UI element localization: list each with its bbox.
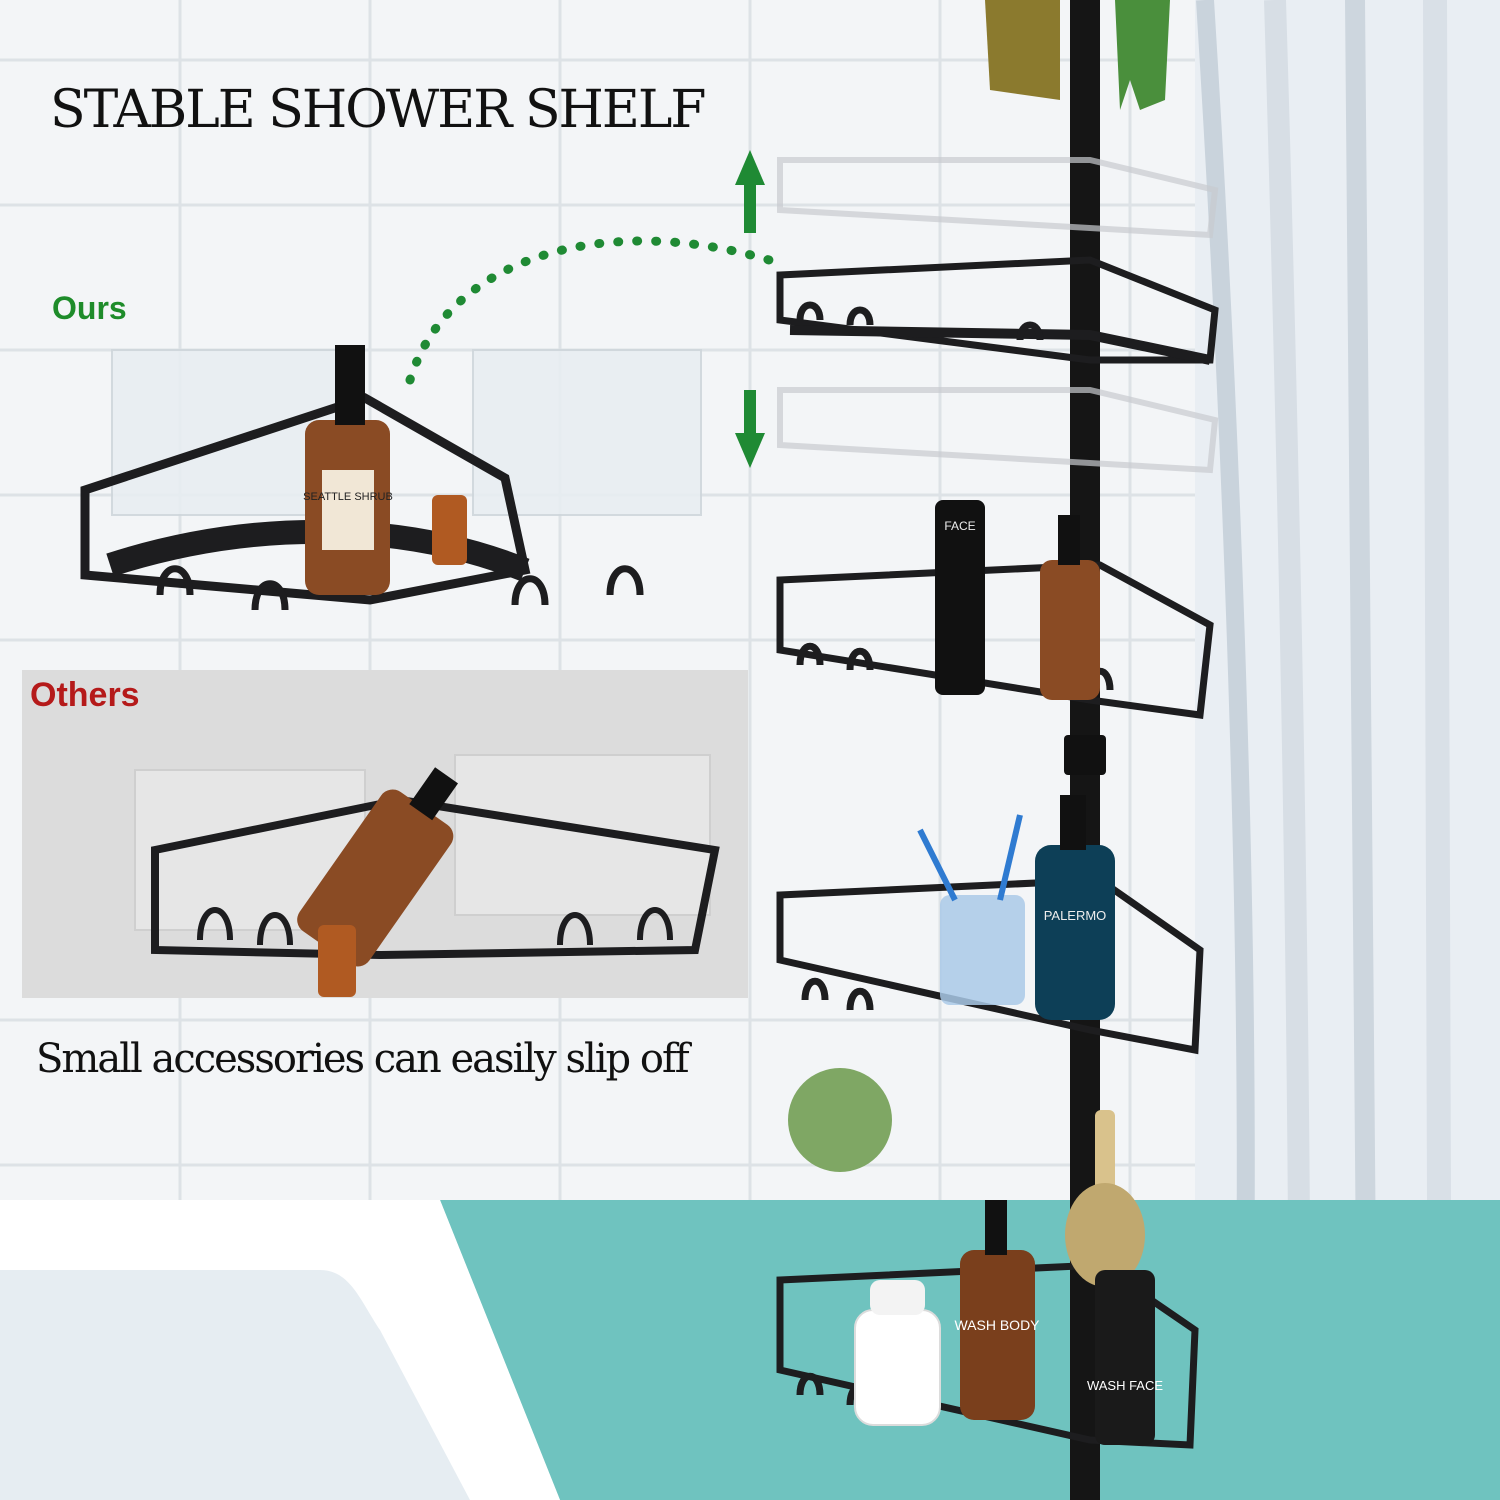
others-shelf-illustration [134, 754, 720, 997]
ours-shelf-illustration: SEATTLE SHRUB [80, 345, 702, 611]
bath-brush [1065, 1110, 1145, 1287]
face-wash-tube: FACE [935, 500, 985, 695]
ours-label: Ours [52, 290, 127, 326]
ghost-shelf-positions [777, 157, 1219, 474]
amber-pump-bottle-shelf2 [1040, 515, 1100, 700]
arrow-up-icon [735, 150, 765, 233]
bathtub-basin [0, 1270, 470, 1500]
wash-body-bottle: WASH BODY [954, 1200, 1040, 1420]
wash-face-label: WASH FACE [1087, 1378, 1163, 1393]
soap-dispenser [854, 1280, 941, 1426]
pole-clamp [1064, 735, 1106, 775]
face-wash-label: FACE [944, 519, 975, 533]
toothbrush-cup [917, 814, 1025, 1005]
others-label: Others [30, 676, 140, 714]
palermo-label: PALERMO [1044, 908, 1107, 923]
caption-text: Small accessories can easily slip off [36, 1036, 690, 1082]
towel [985, 0, 1170, 110]
dotted-arc-icon [405, 236, 790, 385]
blue-pump-bottle: PALERMO [1035, 795, 1115, 1020]
seattle-shrub-label: SEATTLE SHRUB [303, 491, 393, 503]
bath-sponge [788, 1068, 892, 1172]
wash-body-label: WASH BODY [954, 1317, 1040, 1333]
shelf-tier-1 [776, 256, 1219, 365]
wash-face-bottle: WASH FACE [1087, 1270, 1163, 1445]
headline: STABLE SHOWER SHELF [50, 80, 706, 140]
arrow-down-icon [735, 390, 765, 468]
